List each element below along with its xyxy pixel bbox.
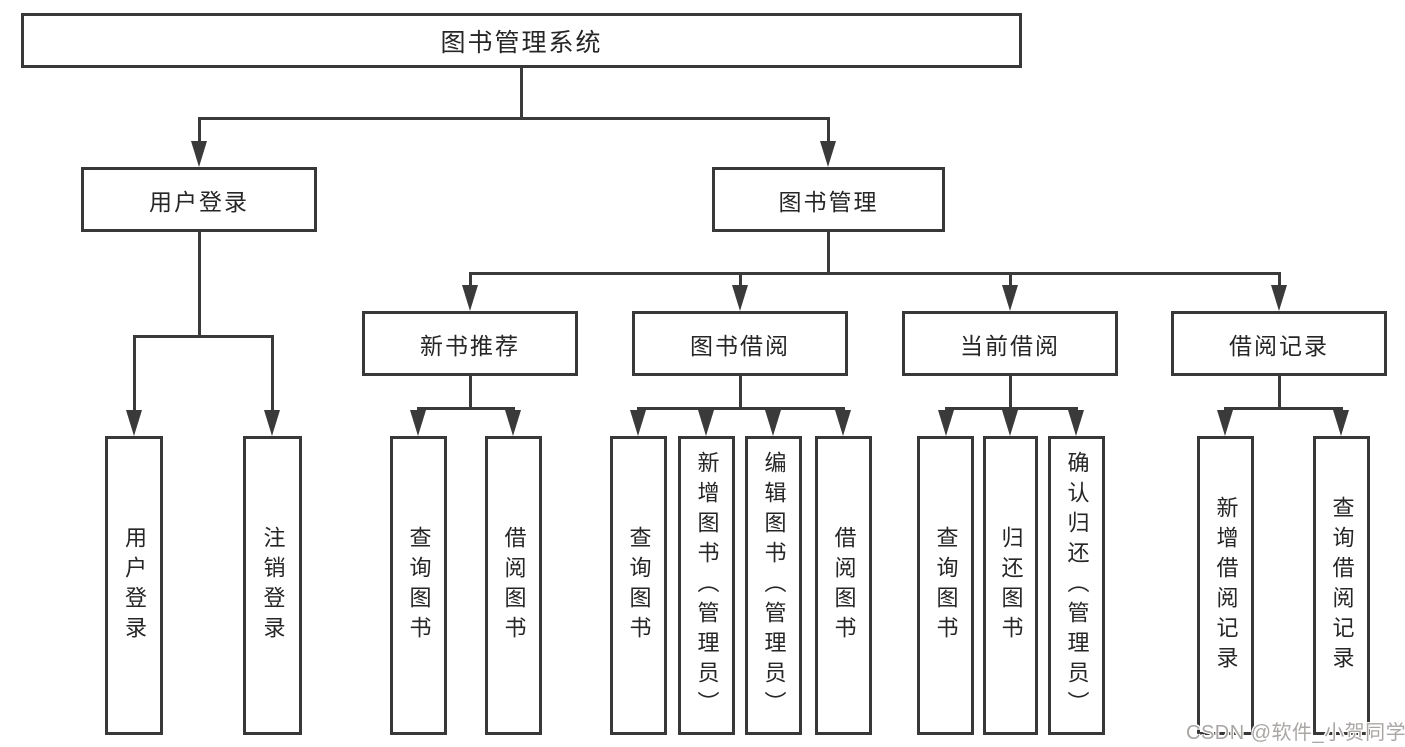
arrowhead-icon bbox=[732, 285, 748, 311]
leaf-user-login: 用户登录 bbox=[105, 436, 163, 735]
leaf-label: 借阅图书 bbox=[831, 525, 857, 646]
arrowhead-icon bbox=[1002, 410, 1018, 436]
arrowhead-icon bbox=[1068, 410, 1084, 436]
leaf-label: 编辑图书（管理员） bbox=[761, 450, 787, 721]
arrowhead-icon bbox=[264, 410, 280, 436]
arrowhead-icon bbox=[1271, 285, 1287, 311]
node-book-borrowing: 图书借阅 bbox=[632, 311, 848, 376]
csdn-watermark: CSDN @软件_小贺同学 bbox=[1186, 722, 1405, 744]
node-user-login: 用户登录 bbox=[81, 167, 317, 232]
leaf-return-books: 归还图书 bbox=[983, 436, 1038, 735]
node-book-management: 图书管理 bbox=[712, 167, 945, 232]
leaf-label: 借阅图书 bbox=[501, 525, 527, 646]
leaf-query-books-recommend: 查询图书 bbox=[390, 436, 447, 735]
arrowhead-icon bbox=[835, 410, 851, 436]
arrowhead-icon bbox=[820, 141, 836, 167]
connector-stem bbox=[739, 376, 742, 410]
leaf-label: 归还图书 bbox=[998, 525, 1024, 646]
leaf-add-borrow-record: 新增借阅记录 bbox=[1197, 436, 1254, 735]
leaf-borrow-books: 借阅图书 bbox=[815, 436, 872, 735]
arrowhead-icon bbox=[1002, 285, 1018, 311]
leaf-label: 新增图书（管理员） bbox=[694, 450, 720, 721]
connector-drop bbox=[469, 272, 472, 288]
leaf-label: 查询借阅记录 bbox=[1329, 495, 1355, 676]
leaf-label: 用户登录 bbox=[122, 525, 147, 646]
node-borrowing-records: 借阅记录 bbox=[1171, 311, 1387, 376]
connector-drop bbox=[198, 117, 201, 144]
leaf-query-books-current: 查询图书 bbox=[917, 436, 974, 735]
arrowhead-icon bbox=[765, 410, 781, 436]
connector-stem bbox=[827, 232, 830, 275]
leaf-edit-books-admin: 编辑图书（管理员） bbox=[745, 436, 802, 735]
arrowhead-icon bbox=[191, 141, 207, 167]
leaf-confirm-return-admin: 确认归还（管理员） bbox=[1048, 436, 1105, 735]
connector-bar bbox=[133, 335, 274, 338]
connector-bar bbox=[469, 272, 1281, 275]
arrowhead-icon bbox=[505, 410, 521, 436]
connector-root-bar bbox=[198, 117, 830, 120]
connector-root-stem bbox=[520, 68, 523, 118]
arrowhead-icon bbox=[698, 410, 714, 436]
leaf-query-borrow-record: 查询借阅记录 bbox=[1313, 436, 1370, 735]
connector-drop bbox=[827, 117, 830, 144]
connector-bar bbox=[637, 407, 845, 410]
node-new-book-recommendation: 新书推荐 bbox=[362, 311, 578, 376]
arrowhead-icon bbox=[1217, 410, 1233, 436]
leaf-label: 查询图书 bbox=[406, 525, 432, 646]
connector-drop bbox=[739, 272, 742, 288]
arrowhead-icon bbox=[410, 410, 426, 436]
leaf-label: 新增借阅记录 bbox=[1213, 495, 1239, 676]
leaf-logout: 注销登录 bbox=[243, 436, 302, 735]
leaf-label: 查询图书 bbox=[626, 525, 652, 646]
leaf-add-books-admin: 新增图书（管理员） bbox=[678, 436, 735, 735]
leaf-borrow-books-recommend: 借阅图书 bbox=[485, 436, 542, 735]
connector-drop bbox=[133, 335, 136, 413]
connector-stem bbox=[1009, 376, 1012, 410]
connector-stem bbox=[1278, 376, 1281, 410]
leaf-label: 注销登录 bbox=[260, 525, 286, 646]
connector-drop bbox=[1278, 272, 1281, 288]
arrowhead-icon bbox=[462, 285, 478, 311]
connector-bar bbox=[417, 407, 515, 410]
arrowhead-icon bbox=[630, 410, 646, 436]
arrowhead-icon bbox=[1333, 410, 1349, 436]
connector-drop bbox=[271, 335, 274, 413]
connector-stem bbox=[469, 376, 472, 410]
leaf-query-books-borrow: 查询图书 bbox=[610, 436, 667, 735]
leaf-label: 查询图书 bbox=[933, 525, 959, 646]
node-library-management-system: 图书管理系统 bbox=[21, 13, 1022, 68]
connector-stem bbox=[198, 232, 201, 336]
connector-drop bbox=[1009, 272, 1012, 288]
arrowhead-icon bbox=[126, 410, 142, 436]
leaf-label: 确认归还（管理员） bbox=[1064, 450, 1090, 721]
node-current-borrowing: 当前借阅 bbox=[902, 311, 1118, 376]
arrowhead-icon bbox=[938, 410, 954, 436]
connector-bar bbox=[1224, 407, 1343, 410]
